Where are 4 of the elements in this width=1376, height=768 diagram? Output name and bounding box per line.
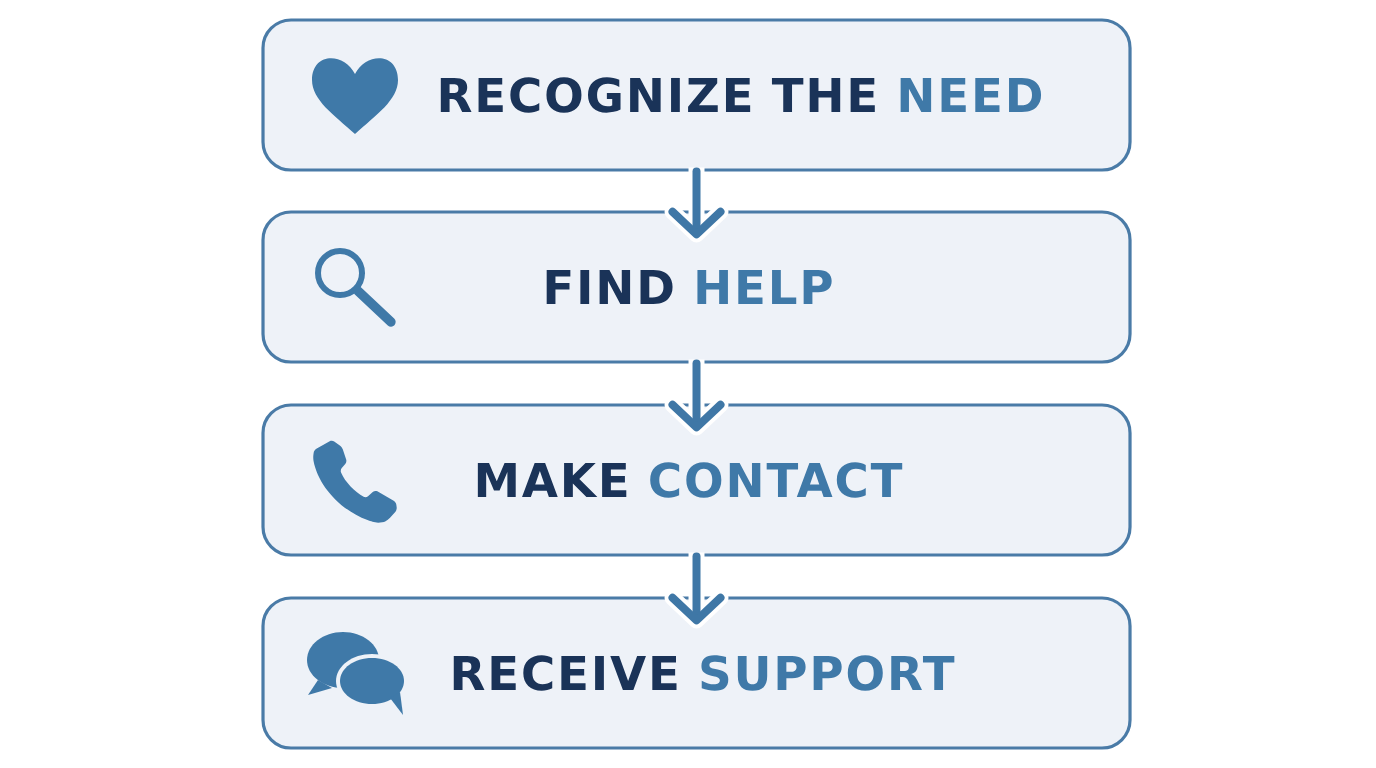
step-box: RECEIVE SUPPORT <box>261 596 1132 750</box>
step-box: FIND HELP <box>261 210 1132 364</box>
step-box: MAKE CONTACT <box>261 403 1132 557</box>
step-box: RECOGNIZE THE NEED <box>261 18 1132 172</box>
